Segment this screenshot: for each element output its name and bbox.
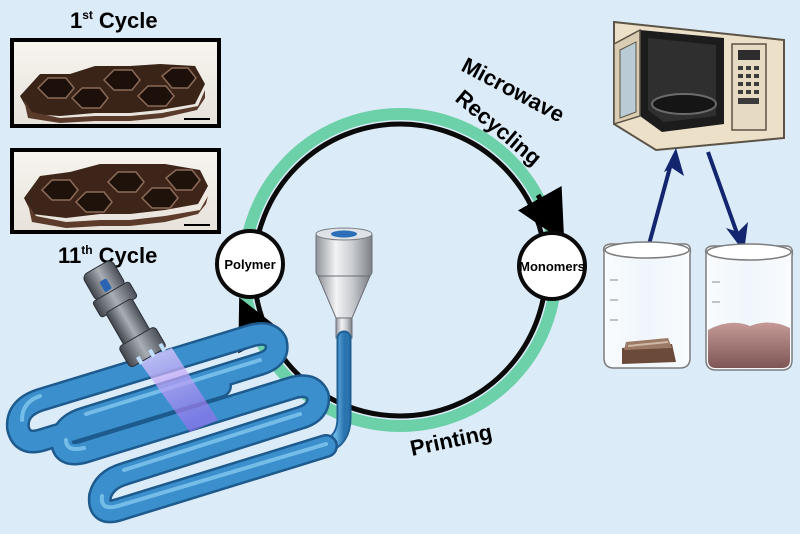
hexagon-lattice-print [20,64,205,123]
uv-flashlight-icon [83,260,218,432]
scale-bar [184,118,210,120]
scale-bar [184,224,210,226]
beaker-left-icon [602,241,692,369]
svg-text:Polymer: Polymer [224,257,275,272]
hexagon-lattice-print [24,164,208,228]
microwave-oven-icon [613,20,785,152]
printed-filament [5,322,352,524]
beaker-right-icon [704,243,794,371]
print-nozzle-icon [315,227,373,339]
arrow-from-microwave [706,151,748,252]
cycle-1-photo [10,38,221,128]
ring-arrow-right [517,185,565,242]
monomers-node: Monomers [517,231,587,301]
cycle-11-photo [10,148,221,234]
arrow-to-microwave [646,148,684,249]
polymer-node: Polymer [215,229,285,299]
svg-text:Monomers: Monomers [519,259,585,274]
